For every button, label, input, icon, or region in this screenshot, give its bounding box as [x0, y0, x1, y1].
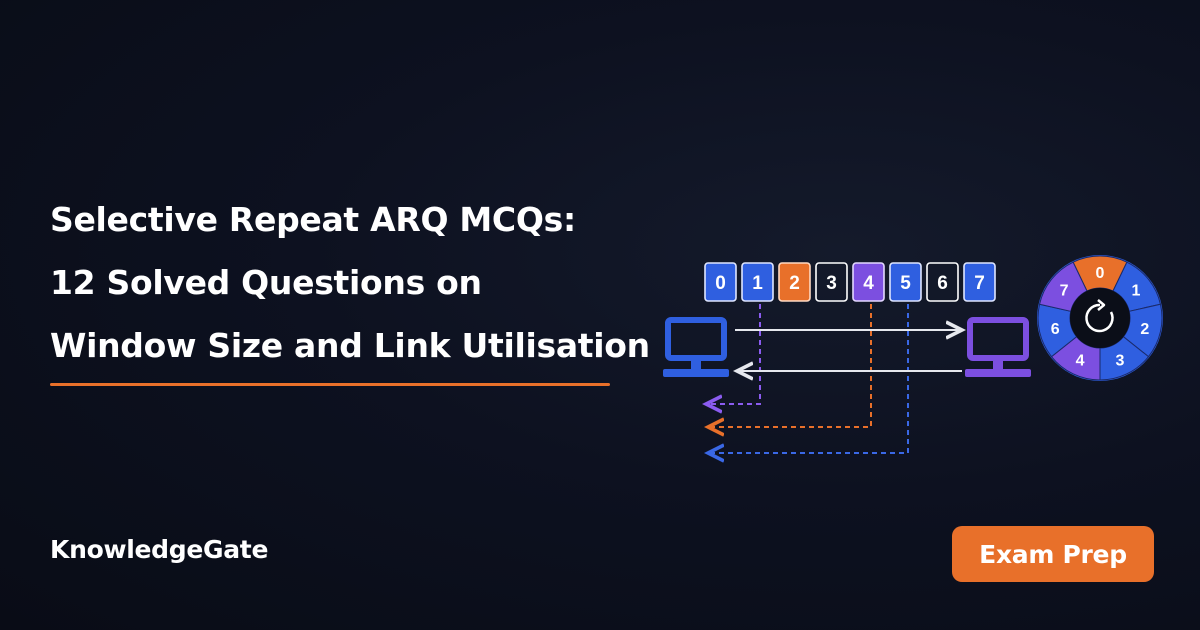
frame-4: 4	[852, 262, 885, 302]
frame-box	[778, 262, 811, 302]
frame-1: 1	[741, 262, 774, 302]
title-line-3: Window Size and Link Utilisation	[50, 326, 650, 365]
frame-label: 4	[863, 273, 874, 294]
wheel-label: 4	[1076, 352, 1085, 369]
frame-label: 0	[715, 273, 726, 294]
frame-7: 7	[963, 262, 996, 302]
frame-5: 5	[889, 262, 922, 302]
sequence-number-wheel: 0 1 23 46 7	[1037, 255, 1163, 381]
frame-label: 7	[974, 273, 985, 294]
frame-6: 6	[926, 262, 959, 302]
wheel-label: 1	[1132, 282, 1141, 299]
frame-box	[852, 262, 885, 302]
frame-box	[889, 262, 922, 302]
frame-0: 0	[704, 262, 737, 302]
title-line-1: Selective Repeat ARQ MCQs:	[50, 200, 576, 239]
refresh-icon	[1070, 288, 1130, 348]
wheel-label: 7	[1060, 282, 1069, 299]
frame-box	[926, 262, 959, 302]
wheel-label: 0	[1096, 265, 1105, 282]
frame-window: 0 1 2 3 4 5 6 7	[704, 262, 996, 302]
frame-3: 3	[815, 262, 848, 302]
ack-arrow-frame-1	[706, 304, 761, 404]
sender-computer-icon	[663, 317, 729, 377]
brand-name: KnowledgeGate	[50, 535, 269, 564]
frame-box	[704, 262, 737, 302]
ack-arrow-frame-4	[708, 304, 872, 427]
exam-prep-badge[interactable]: Exam Prep	[952, 526, 1154, 582]
wheel-label: 6	[1051, 321, 1060, 338]
ack-arrow-frame-5	[708, 304, 909, 453]
page-title: Selective Repeat ARQ MCQs: 12 Solved Que…	[50, 188, 690, 377]
frame-box	[963, 262, 996, 302]
title-line-2: 12 Solved Questions on	[50, 263, 482, 302]
frame-box	[741, 262, 774, 302]
frame-label: 5	[900, 273, 911, 294]
frame-label: 2	[789, 273, 800, 294]
frame-label: 3	[826, 273, 837, 294]
frame-box	[815, 262, 848, 302]
frame-2: 2	[778, 262, 811, 302]
frame-label: 6	[937, 273, 948, 294]
wheel-label: 3	[1116, 352, 1125, 369]
frame-label: 1	[752, 273, 763, 294]
wheel-label: 2	[1140, 321, 1149, 338]
title-divider	[50, 383, 610, 386]
receiver-computer-icon	[965, 317, 1031, 377]
